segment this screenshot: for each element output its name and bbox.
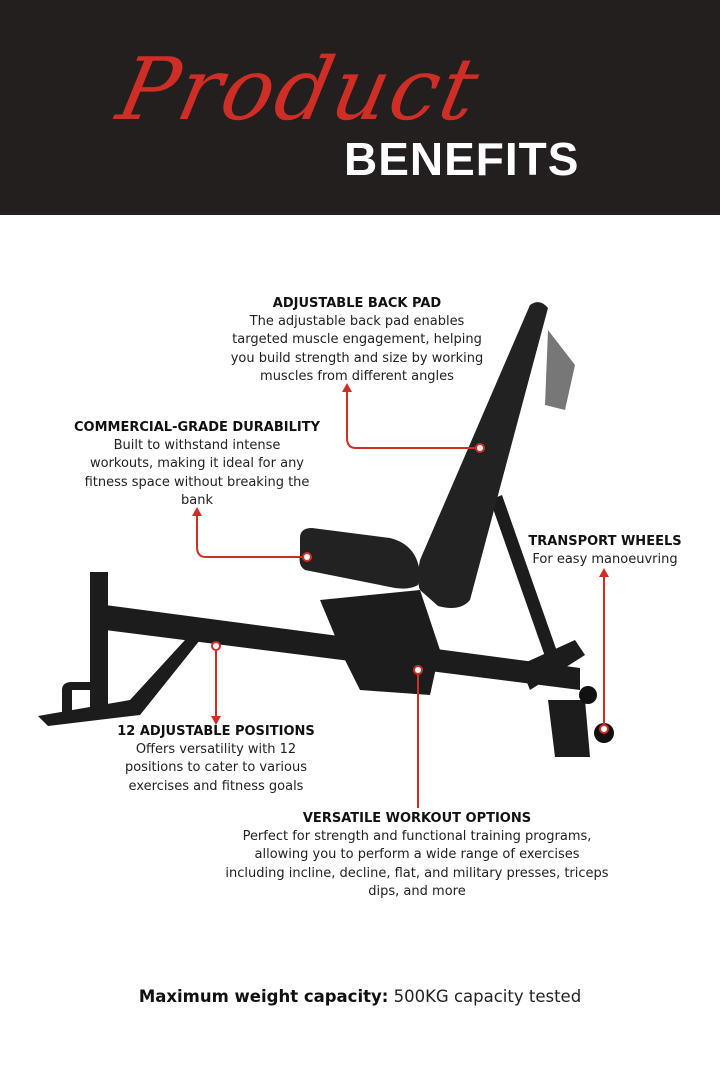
bench-image — [38, 302, 614, 757]
callout-text: exercises and fitness goals — [128, 778, 304, 794]
capacity-value: 500KG capacity tested — [393, 987, 582, 1006]
callout-title: 12 ADJUSTABLE POSITIONS — [117, 724, 315, 739]
callout-title: VERSATILE WORKOUT OPTIONS — [302, 811, 532, 826]
durability-connector — [196, 514, 307, 558]
callout-back-pad: ADJUSTABLE BACK PAD The adjustable back … — [207, 295, 507, 386]
callout-title: COMMERCIAL-GRADE DURABILITY — [74, 420, 320, 435]
callout-arrowheads — [192, 383, 609, 725]
callout-transport-wheels: TRANSPORT WHEELS For easy manoeuvring — [525, 533, 685, 569]
arrow-up-icon — [342, 383, 352, 392]
callout-text: fitness space without breaking the — [84, 474, 310, 490]
header-title: BENEFITS — [344, 133, 580, 185]
callout-title: ADJUSTABLE BACK PAD — [272, 296, 442, 311]
callout-adjustable-positions: 12 ADJUSTABLE POSITIONS Offers versatili… — [96, 723, 336, 796]
callout-text: including incline, decline, flat, and mi… — [225, 865, 609, 881]
callout-text: bank — [181, 492, 213, 508]
arrow-up-icon — [192, 507, 202, 516]
callout-durability: COMMERCIAL-GRADE DURABILITY Built to wit… — [57, 419, 337, 510]
callout-text: workouts, making it ideal for any — [89, 456, 305, 472]
callout-text: Perfect for strength and functional trai… — [242, 829, 592, 845]
callout-text: Built to withstand intense — [113, 438, 281, 454]
callout-text: For easy manoeuvring — [532, 552, 678, 568]
callout-text: The adjustable back pad enables — [249, 314, 465, 330]
callout-title: TRANSPORT WHEELS — [528, 534, 682, 549]
callout-text: allowing you to perform a wide range of … — [254, 847, 580, 863]
callout-text: muscles from different angles — [260, 368, 454, 384]
callout-text: you build strength and size by working — [230, 350, 484, 366]
capacity-label: Maximum weight capacity: — [138, 987, 389, 1006]
callout-dots — [211, 443, 609, 734]
callout-text: Offers versatility with 12 — [135, 742, 297, 758]
callout-text: dips, and more — [368, 883, 466, 899]
callout-text: positions to cater to various — [124, 760, 308, 776]
arrow-up-icon — [599, 568, 609, 577]
weight-capacity: Maximum weight capacity: 500KG capacity … — [0, 987, 720, 1006]
back-pad-connector — [346, 390, 480, 449]
callout-workout-options: VERSATILE WORKOUT OPTIONS Perfect for st… — [207, 810, 627, 901]
arrow-down-icon — [211, 716, 221, 725]
callout-lines — [196, 390, 605, 808]
callout-text: targeted muscle engagement, helping — [232, 332, 482, 348]
header-banner: Product BENEFITS — [0, 0, 720, 215]
